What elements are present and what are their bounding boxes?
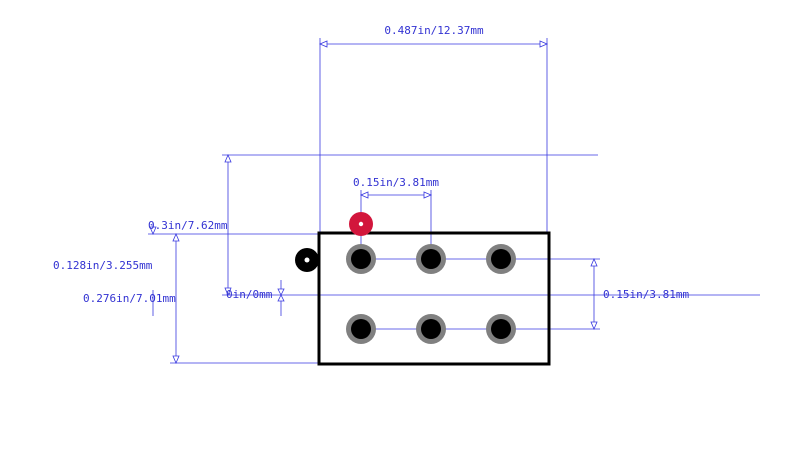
arrow-top (224, 153, 232, 163)
body-outline (317, 231, 551, 366)
origin-arrow-top (277, 288, 285, 296)
arrow-right (539, 40, 549, 48)
pad-hole (351, 319, 371, 339)
pad-hole (351, 249, 371, 269)
arrow-pitch-y-bottom (590, 321, 598, 331)
pad-6 (486, 314, 516, 344)
arrow-left (318, 40, 328, 48)
pad-1 (346, 244, 376, 274)
arrow-bottom (224, 287, 232, 297)
pad-3 (486, 244, 516, 274)
arrow-height-top (172, 232, 180, 242)
pin1-center (358, 221, 364, 227)
arrow-pitch-left (359, 191, 369, 199)
origin-arrow-bottom (277, 294, 285, 302)
dim-pitch-x: 0.15in/3.81mm (353, 176, 439, 260)
orientation-center (304, 257, 310, 263)
arrow-pitch-right (423, 191, 433, 199)
label-pin-span-y: 0.128in/3.255mm (53, 259, 153, 272)
label-row-spacing: 0.3in/7.62mm (148, 219, 228, 232)
arrow-pitch-y-top (590, 257, 598, 267)
label-body-width: 0.487in/12.37mm (384, 24, 484, 37)
dim-body-height: 0.276in/7.01mm (83, 232, 320, 365)
orientation-marker (295, 248, 319, 272)
label-pitch-x: 0.15in/3.81mm (353, 176, 439, 189)
pad-5 (416, 314, 446, 344)
dim-row-spacing (222, 153, 598, 297)
pad-hole (421, 249, 441, 269)
pad-4 (346, 314, 376, 344)
label-pitch-y: 0.15in/3.81mm (603, 288, 689, 301)
arrow-height-bottom (172, 355, 180, 365)
pad-hole (421, 319, 441, 339)
label-body-height: 0.276in/7.01mm (83, 292, 176, 305)
arrow-row-spacing-tick (149, 226, 157, 236)
pad-hole (491, 249, 511, 269)
dim-pitch-y: 0.15in/3.81mm (432, 257, 760, 331)
label-origin: 0in/0mm (226, 288, 273, 301)
dim-body-width: 0.487in/12.37mm (318, 24, 549, 233)
pad-2 (416, 244, 446, 274)
pad-hole (491, 319, 511, 339)
dim-origin: 0in/0mm (222, 280, 432, 316)
dim-row-spacing-label-group: 0.3in/7.62mm (148, 219, 320, 236)
pin1-marker (349, 212, 373, 236)
